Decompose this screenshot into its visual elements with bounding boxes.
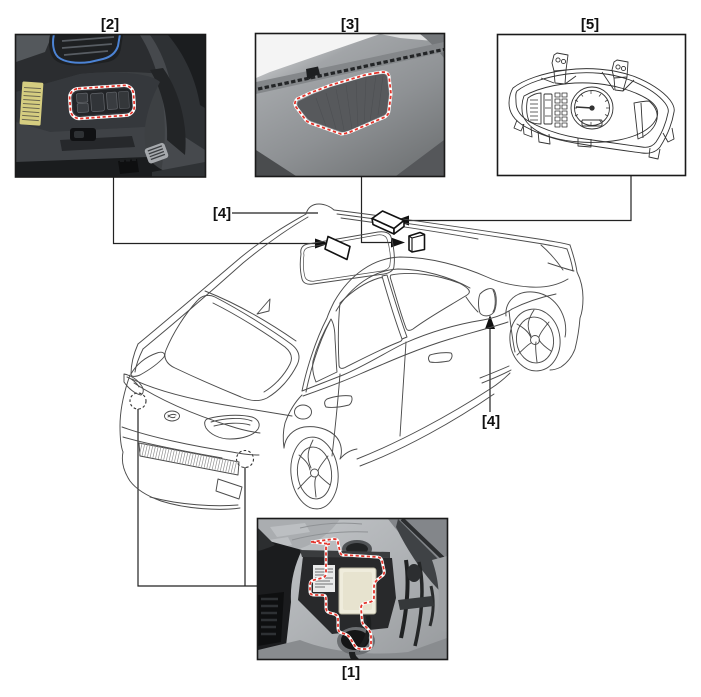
svg-text:[2]: [2] (101, 16, 119, 33)
svg-text:[4]: [4] (482, 413, 500, 430)
svg-text:[1]: [1] (342, 664, 360, 681)
svg-text:[4]: [4] (213, 205, 231, 222)
svg-text:[5]: [5] (581, 16, 599, 33)
svg-text:[3]: [3] (341, 16, 359, 33)
